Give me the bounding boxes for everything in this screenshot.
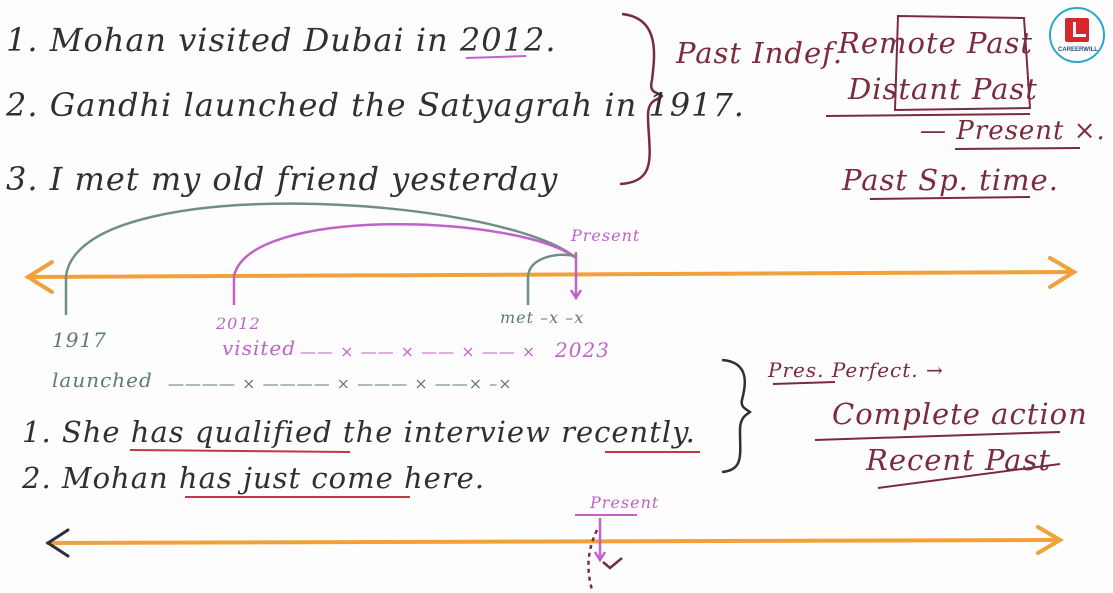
brace-past-indef xyxy=(619,12,664,186)
past-specific-time-note: Past Sp. time. xyxy=(842,163,1059,197)
brace-pres-perfect xyxy=(721,358,752,474)
logo-text: CAREERWILL xyxy=(1058,47,1098,53)
launched-crosses: ———— × ———— × ——— × ——× –× xyxy=(168,374,513,393)
complete-action-note: Complete action xyxy=(832,397,1088,431)
distant-past-label: Distant Past xyxy=(848,72,1038,106)
year-2012: 2012 xyxy=(216,314,261,333)
visited-crosses: —— × —— × —— × —— × xyxy=(300,342,537,361)
bottom-timeline-arrow xyxy=(45,525,1064,558)
arc-2012 xyxy=(232,222,577,305)
arc-1917 xyxy=(64,202,577,315)
remote-past-label: Remote Past xyxy=(838,26,1034,60)
sentence-1: 1. Mohan visited Dubai in 2012. xyxy=(6,21,557,59)
present-label-bottom: Present xyxy=(590,493,660,512)
year-1917: 1917 xyxy=(52,328,107,352)
recent-past-note: Recent Past xyxy=(866,443,1051,477)
arc-yesterday xyxy=(526,253,577,305)
year-2023: 2023 xyxy=(555,338,610,362)
met-label: met –x –x xyxy=(500,308,585,327)
top-timeline-arrow xyxy=(24,256,1078,294)
word-visited: visited xyxy=(222,336,297,360)
sentence-2: 2. Gandhi launched the Satyagrah in 1917… xyxy=(6,86,745,124)
box-remote-distant xyxy=(893,14,1032,112)
logo-mark-icon xyxy=(1065,18,1089,42)
past-indef-label: Past Indef. xyxy=(676,36,844,70)
present-marker-top xyxy=(569,252,583,301)
careerwill-logo: CAREERWILL xyxy=(1049,7,1105,63)
sentence-3: 3. I met my old friend yesterday xyxy=(6,160,559,198)
pres-perfect-label: Pres. Perfect. → xyxy=(768,358,944,382)
pp-sentence-1: 1. She has qualified the interview recen… xyxy=(22,415,696,449)
present-marker-bottom xyxy=(575,514,637,591)
pp-sentence-2: 2. Mohan has just come here. xyxy=(22,461,486,495)
word-launched: launched xyxy=(52,368,153,392)
present-label-top: Present xyxy=(571,226,641,245)
present-cross-note: — Present ×. xyxy=(920,116,1106,146)
